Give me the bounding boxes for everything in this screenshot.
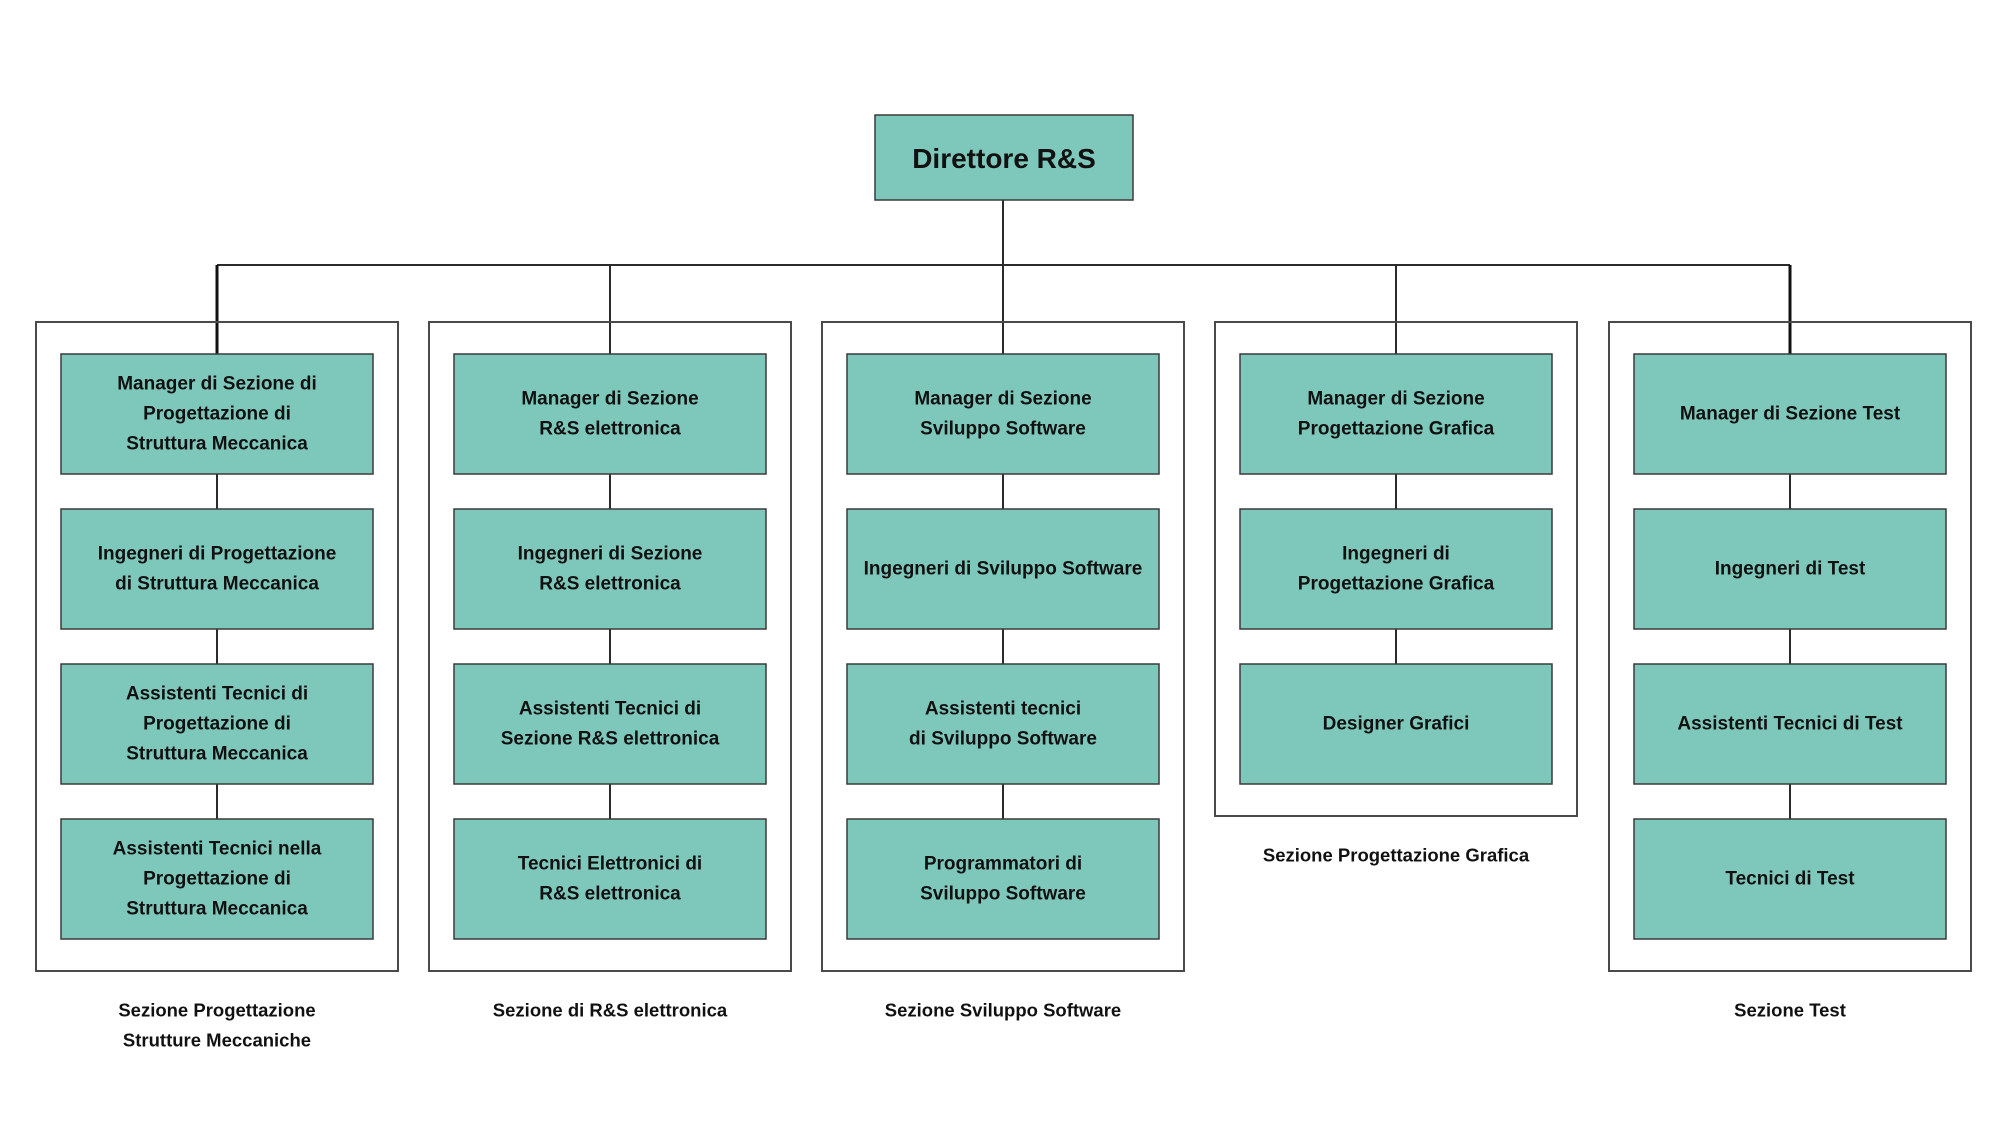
role-box — [453, 508, 767, 630]
role-box — [1239, 508, 1553, 630]
connector-lines — [215, 200, 1792, 819]
section-frame — [821, 321, 1185, 972]
role-box — [1633, 818, 1947, 940]
role-box — [453, 818, 767, 940]
section-name: Sezione Sviluppo Software — [885, 1000, 1121, 1021]
role-label: Tecnici di Test — [1725, 869, 1855, 890]
role-label: Ingegneri di Sviluppo Software — [864, 559, 1143, 580]
section-name: Sezione Test — [1734, 1000, 1846, 1021]
section-name: Sezione di R&S elettronica — [493, 1000, 728, 1021]
role-box — [846, 508, 1160, 630]
section-frame — [35, 321, 399, 972]
role-box — [1633, 353, 1947, 475]
role-label: Assistenti Tecnici di Test — [1677, 714, 1903, 735]
role-box — [60, 663, 374, 785]
role-label: Ingegneri di Test — [1715, 559, 1866, 580]
section-frame — [1214, 321, 1578, 817]
role-box — [1633, 663, 1947, 785]
role-label: Manager di Sezione Test — [1680, 404, 1901, 425]
role-label: Designer Grafici — [1323, 714, 1470, 735]
role-box — [453, 353, 767, 475]
role-box — [60, 818, 374, 940]
director-box — [874, 114, 1134, 201]
role-box — [846, 818, 1160, 940]
role-box — [846, 663, 1160, 785]
role-box — [846, 353, 1160, 475]
section-frame — [428, 321, 792, 972]
role-box — [1239, 353, 1553, 475]
role-box — [453, 663, 767, 785]
role-box — [1239, 663, 1553, 785]
role-box — [1633, 508, 1947, 630]
role-box — [60, 353, 374, 475]
role-box — [60, 508, 374, 630]
section-frame — [1608, 321, 1972, 972]
section-frames — [35, 321, 1972, 972]
director-label: Direttore R&S — [912, 143, 1096, 174]
section-name: Sezione Progettazione Grafica — [1263, 845, 1530, 866]
